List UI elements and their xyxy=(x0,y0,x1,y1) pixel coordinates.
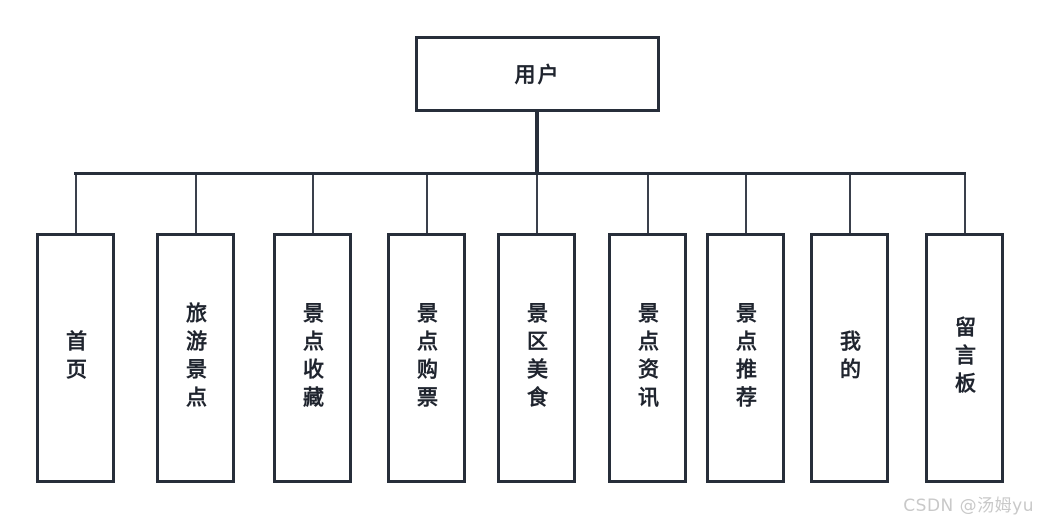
horizontal-connector-line xyxy=(74,172,966,175)
trunk-connector-line xyxy=(535,110,539,173)
root-node-user: 用户 xyxy=(415,36,660,112)
connector-line xyxy=(75,175,77,235)
node-attraction-recommendation: 景点推荐 xyxy=(706,233,785,483)
node-scenic-food: 景区美食 xyxy=(497,233,576,483)
node-attraction-news: 景点资讯 xyxy=(608,233,687,483)
connector-line xyxy=(195,175,197,235)
node-tourist-attractions: 旅游景点 xyxy=(156,233,235,483)
connector-line xyxy=(536,175,538,235)
connector-line xyxy=(849,175,851,235)
connector-line xyxy=(745,175,747,235)
node-attraction-favorites: 景点收藏 xyxy=(273,233,352,483)
connector-line xyxy=(647,175,649,235)
node-mine: 我的 xyxy=(810,233,889,483)
node-message-board: 留言板 xyxy=(925,233,1004,483)
connector-line xyxy=(312,175,314,235)
node-home: 首页 xyxy=(36,233,115,483)
connector-line xyxy=(426,175,428,235)
connector-line xyxy=(964,175,966,235)
csdn-watermark: CSDN @汤姆yu xyxy=(903,496,1034,516)
node-ticket-purchase: 景点购票 xyxy=(387,233,466,483)
